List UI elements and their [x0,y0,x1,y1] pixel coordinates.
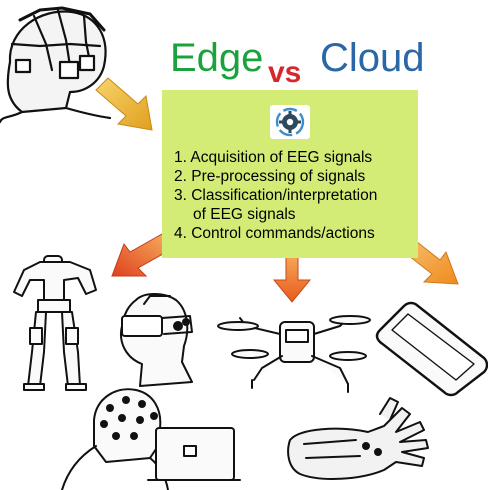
step-acquisition: 1. Acquisition of EEG signals [174,149,373,166]
eeg-headset-icon [0,6,112,124]
robotic-hand-icon [287,397,429,480]
title-edge: Edge [170,36,264,80]
title-vs: vs [268,56,302,89]
input-arrow [95,77,153,131]
step-classification-continued: of EEG signals [193,206,296,223]
processing-gear-icon [270,105,310,139]
vr-headset-icon [120,293,193,387]
title-cloud: Cloud [320,36,425,80]
smartphone-icon [375,301,488,397]
process-steps-list: 1. Acquisition of EEG signals 2. Pre-pro… [174,148,377,243]
process-panel: 1. Acquisition of EEG signals 2. Pre-pro… [162,90,418,258]
step-classification: 3. Classification/interpretation [174,187,378,204]
step-preprocessing: 2. Pre-processing of signals [174,168,366,185]
eeg-laptop-user-icon [61,388,241,490]
step-control-commands: 4. Control commands/actions [174,225,375,242]
exoskeleton-icon [13,255,97,391]
drone-icon [217,315,371,393]
